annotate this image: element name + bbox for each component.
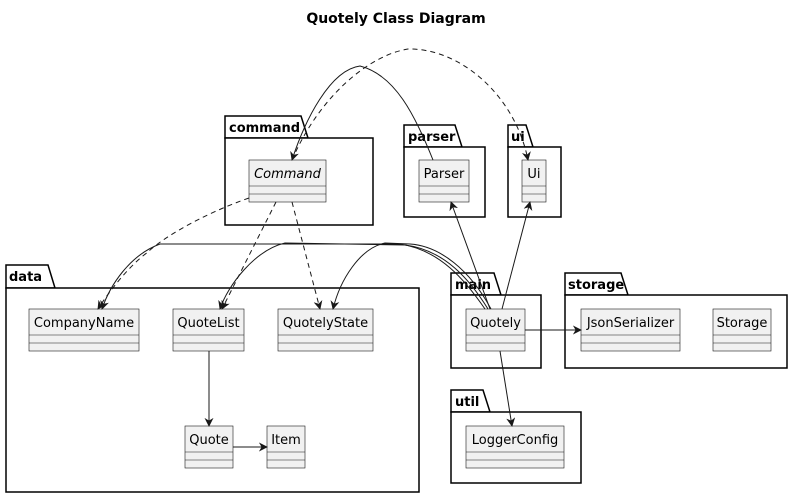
edge-quotely-to-logger-config [499, 350, 516, 427]
edge-command-to-quote-list [221, 201, 277, 310]
package-label-ui: ui [511, 130, 525, 145]
edge-command-to-company-name [97, 197, 250, 310]
package-label-util: util [455, 395, 479, 410]
class-name-ui: Ui [527, 167, 540, 182]
class-command: Command [248, 159, 327, 203]
relationships [97, 48, 582, 452]
class-name-logger-config: LoggerConfig [472, 433, 559, 448]
edge-command-to-ui [291, 48, 531, 161]
class-storage: Storage [712, 308, 772, 352]
diagram-title: Quotely Class Diagram [306, 11, 485, 27]
class-name-parser: Parser [424, 167, 465, 182]
class-json-serializer: JsonSerializer [580, 308, 681, 352]
package-label-parser: parser [408, 130, 456, 145]
class-name-quotely: Quotely [470, 316, 521, 331]
edge-quotely-to-quotely-state [330, 242, 492, 310]
class-name-command: Command [254, 167, 322, 182]
class-name-company-name: CompanyName [34, 316, 134, 331]
class-quote-list: QuoteList [172, 308, 245, 352]
class-quotely-state: QuotelyState [277, 308, 374, 352]
edge-parser-to-command [290, 65, 434, 161]
edge-quotely-to-ui [501, 201, 533, 310]
class-name-quotely-state: QuotelyState [283, 316, 368, 331]
edge-command-to-quotely-state [291, 201, 323, 310]
class-name-storage: Storage [717, 316, 768, 331]
class-logger-config: LoggerConfig [465, 425, 565, 469]
class-item: Item [266, 425, 306, 469]
edge-quotely-to-quote-list [218, 242, 489, 310]
class-name-quote: Quote [189, 433, 229, 448]
class-name-quote-list: QuoteList [177, 316, 239, 331]
package-label-storage: storage [568, 278, 624, 293]
package-label-data: data [9, 270, 42, 285]
class-ui: Ui [521, 159, 547, 203]
package-label-main: main [455, 278, 491, 293]
class-name-json-serializer: JsonSerializer [586, 316, 675, 331]
class-company-name: CompanyName [28, 308, 140, 352]
class-quotely: Quotely [465, 308, 526, 352]
class-name-item: Item [271, 433, 301, 448]
class-quote: Quote [184, 425, 234, 469]
class-parser: Parser [418, 159, 470, 203]
package-label-command: command [229, 121, 300, 136]
edge-quotely-to-parser [449, 201, 491, 310]
